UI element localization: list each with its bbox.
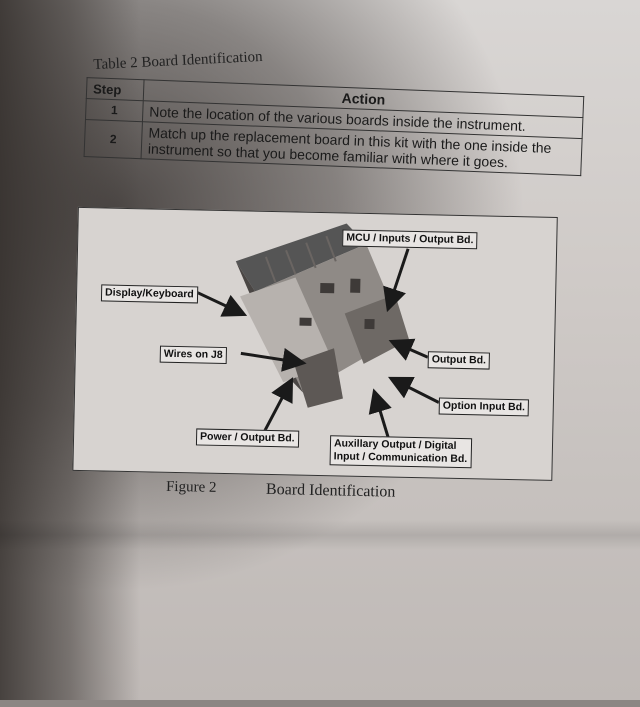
label-option-input-board: Option Input Bd. (438, 397, 530, 417)
label-wires-j8: Wires on J8 (159, 345, 227, 365)
label-mcu-board: MCU / Inputs / Output Bd. (342, 229, 478, 250)
figure-frame: MCU / Inputs / Output Bd. Display/Keyboa… (72, 206, 558, 481)
aux-line-1: Auxillary Output / Digital (333, 437, 457, 452)
table-caption: Table 2 Board Identification (93, 48, 263, 74)
figure-title: Board Identification (265, 480, 396, 501)
steps-table: Step Action 1 Note the location of the v… (84, 77, 585, 176)
paper-fold (0, 520, 640, 550)
aux-line-2: Input / Communication Bd. (333, 450, 468, 466)
label-output-board: Output Bd. (427, 351, 491, 370)
label-auxiliary-board: Auxillary Output / Digital Input / Commu… (329, 435, 472, 469)
step-number: 1 (85, 98, 144, 122)
step-header: Step (86, 77, 145, 101)
label-power-output-board: Power / Output Bd. (195, 428, 299, 448)
step-number: 2 (84, 119, 143, 159)
callout-arrows (196, 248, 440, 441)
figure-number: Figure 2 (165, 478, 217, 496)
label-display-keyboard: Display/Keyboard (100, 284, 198, 304)
